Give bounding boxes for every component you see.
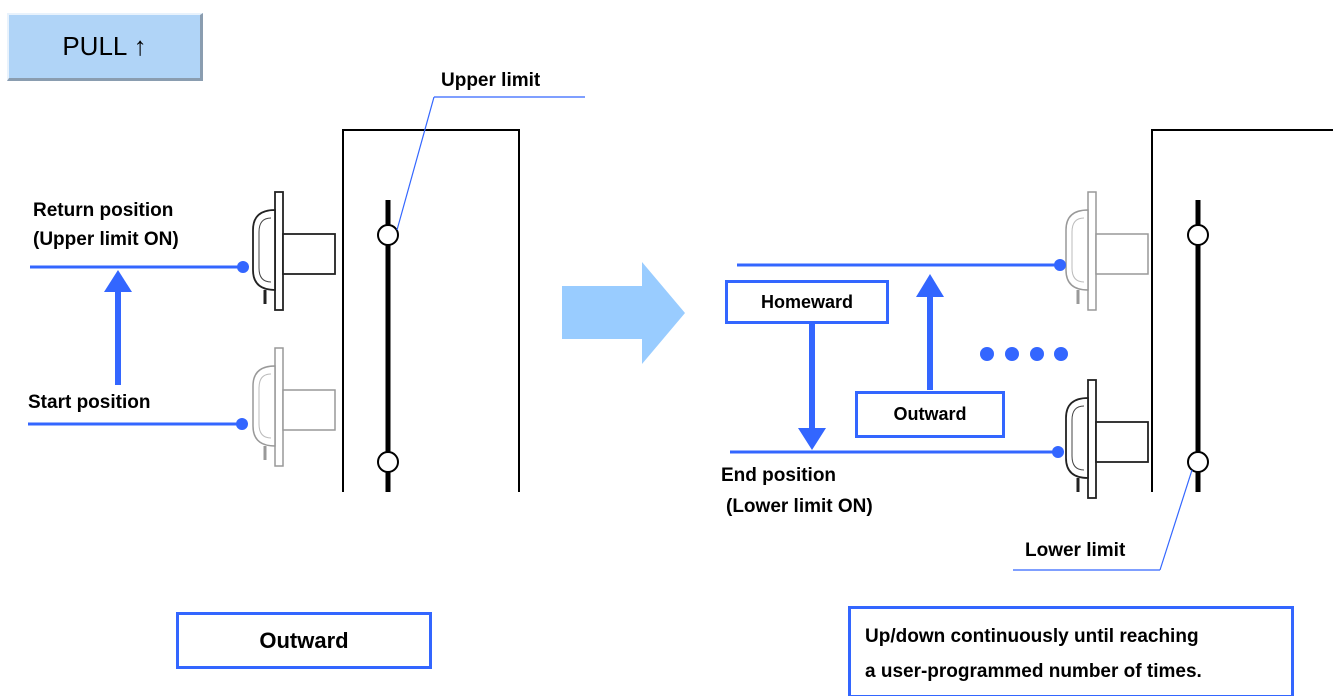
end-position-line — [730, 446, 1064, 458]
pull-button-label: PULL ↑ — [62, 31, 147, 61]
right-tool-upper — [1064, 190, 1150, 312]
right-rail — [1187, 200, 1209, 492]
outward-caption-box: Outward — [176, 612, 432, 669]
lower-limit-label: Lower limit — [1025, 540, 1126, 561]
start-position-line — [28, 418, 248, 430]
homeward-down-arrow — [798, 322, 826, 450]
right-upper-line — [737, 259, 1066, 271]
left-rail — [377, 200, 399, 492]
repeat-note-line2: a user-programmed number of times. — [865, 661, 1202, 682]
transition-arrow — [562, 262, 685, 364]
start-position-label: Start position — [28, 392, 151, 413]
homeward-box: Homeward — [725, 280, 889, 324]
outward-box: Outward — [855, 391, 1005, 438]
left-column-frame — [342, 129, 520, 492]
homeward-label: Homeward — [760, 291, 854, 312]
tool-at-return-position — [251, 190, 337, 312]
tool-at-start-position — [251, 346, 337, 468]
repeat-dots — [980, 347, 1068, 361]
outward-up-arrow — [916, 274, 944, 390]
outward-caption-label: Outward — [259, 627, 349, 653]
outward-label: Outward — [893, 404, 967, 424]
upper-limit-label: Upper limit — [441, 70, 541, 91]
repeat-note-box: Up/down continuously until reaching a us… — [848, 606, 1294, 696]
right-column-frame — [1151, 129, 1333, 492]
end-position-sublabel: (Lower limit ON) — [726, 496, 873, 517]
return-position-line — [30, 261, 249, 273]
right-lower-limit-leader — [1013, 469, 1193, 571]
repeat-note-line1: Up/down continuously until reaching — [865, 626, 1199, 647]
left-upper-limit-leader — [396, 96, 585, 231]
pull-button[interactable]: PULL ↑ — [7, 13, 203, 81]
end-position-label: End position — [721, 465, 837, 486]
right-tool-lower — [1064, 378, 1150, 500]
return-position-label: Return position — [33, 200, 174, 221]
return-position-sublabel: (Upper limit ON) — [33, 229, 179, 250]
left-up-arrow — [104, 270, 132, 385]
